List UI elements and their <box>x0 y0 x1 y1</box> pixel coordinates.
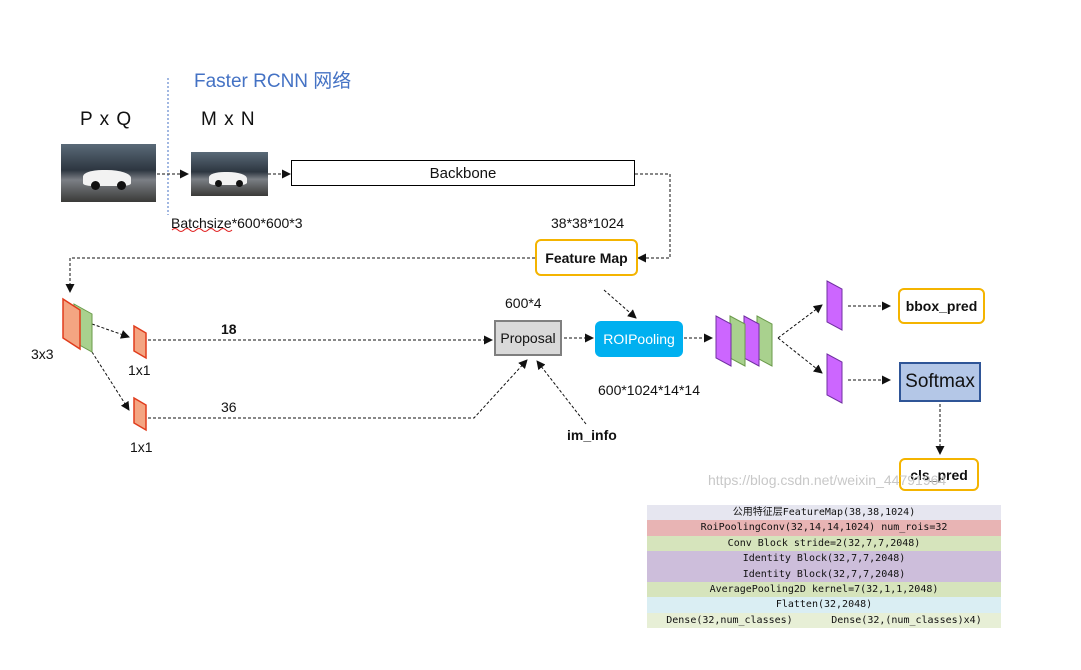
feature-shape-label: 38*38*1024 <box>551 215 625 231</box>
conv1x1-bottom-label: 1x1 <box>130 439 153 455</box>
channels-top-label: 18 <box>221 321 237 337</box>
proposal-shape-label: 600*4 <box>505 295 542 311</box>
arrow-iminfo-to-proposal <box>536 360 587 425</box>
batch-size-label: Batchsize*600*600*3 <box>171 215 303 231</box>
stack-layer-3 <box>743 315 760 367</box>
table-row-dense: Dense(32,num_classes) Dense(32,(num_clas… <box>647 612 1001 629</box>
input-car-image <box>61 144 156 202</box>
conv1x1-top-layer <box>133 324 147 360</box>
stack-layer-2 <box>729 315 746 367</box>
feature-map-box: Feature Map <box>535 239 638 276</box>
table-row: AveragePooling2D kernel=7(32,1,1,2048) <box>647 581 1001 598</box>
arrow-featuremap-to-3x3 <box>65 257 535 293</box>
bbox-pred-box: bbox_pred <box>898 288 985 324</box>
im-info-label: im_info <box>567 427 617 443</box>
arrow-3x3-to-1x1-top <box>91 323 130 339</box>
arrow-featuremap-to-roi <box>603 289 637 319</box>
arrow-backbone-to-featuremap <box>635 173 671 263</box>
conv3x3-layer-orange <box>62 297 81 351</box>
roi-shape-label: 600*1024*14*14 <box>598 382 700 398</box>
cls-head-layer <box>826 353 843 404</box>
stack-layer-1 <box>715 315 732 367</box>
input-dims-label: P x Q <box>80 109 133 130</box>
channels-bottom-label: 36 <box>221 399 237 415</box>
cls-pred-box: cls_pred <box>899 458 979 491</box>
watermark: https://blog.csdn.net/weixin_44791964 <box>708 472 947 488</box>
table-row: Identity Block(32,7,7,2048) <box>647 551 1001 567</box>
table-row: Flatten(32,2048) <box>647 597 1001 613</box>
table-row: RoiPoolingConv(32,14,14,1024) num_rois=3… <box>647 520 1001 536</box>
spellcheck-underline <box>171 228 233 232</box>
model-summary-table: 公用特征层FeatureMap(38,38,1024) RoiPoolingCo… <box>647 505 1001 629</box>
diagram-title: Faster RCNN 网络 <box>194 71 352 92</box>
conv3x3-label: 3x3 <box>31 346 54 362</box>
table-row: Identity Block(32,7,7,2048) <box>647 566 1001 582</box>
conv1x1-bottom-layer <box>133 396 147 432</box>
dense-cls-cell: Dense(32,num_classes) <box>666 614 793 626</box>
roi-pooling-box: ROIPooling <box>595 321 683 357</box>
arrow-reg-to-proposal <box>148 359 528 419</box>
arrow-stack-to-bbox-head <box>777 304 823 339</box>
backbone-box: Backbone <box>291 160 635 186</box>
softmax-box: Softmax <box>899 362 981 402</box>
resized-car-image <box>191 152 268 196</box>
proposal-box: Proposal <box>494 320 562 356</box>
table-row: Conv Block stride=2(32,7,7,2048) <box>647 535 1001 552</box>
arrow-3x3-to-1x1-bottom <box>91 351 130 411</box>
bbox-head-layer <box>826 280 843 331</box>
table-row: 公用特征层FeatureMap(38,38,1024) <box>647 505 1001 521</box>
arrow-stack-to-cls-head <box>777 337 823 374</box>
resized-dims-label: M x N <box>201 109 256 130</box>
dense-bbox-cell: Dense(32,(num_classes)x4) <box>831 614 982 626</box>
conv1x1-top-label: 1x1 <box>128 362 151 378</box>
